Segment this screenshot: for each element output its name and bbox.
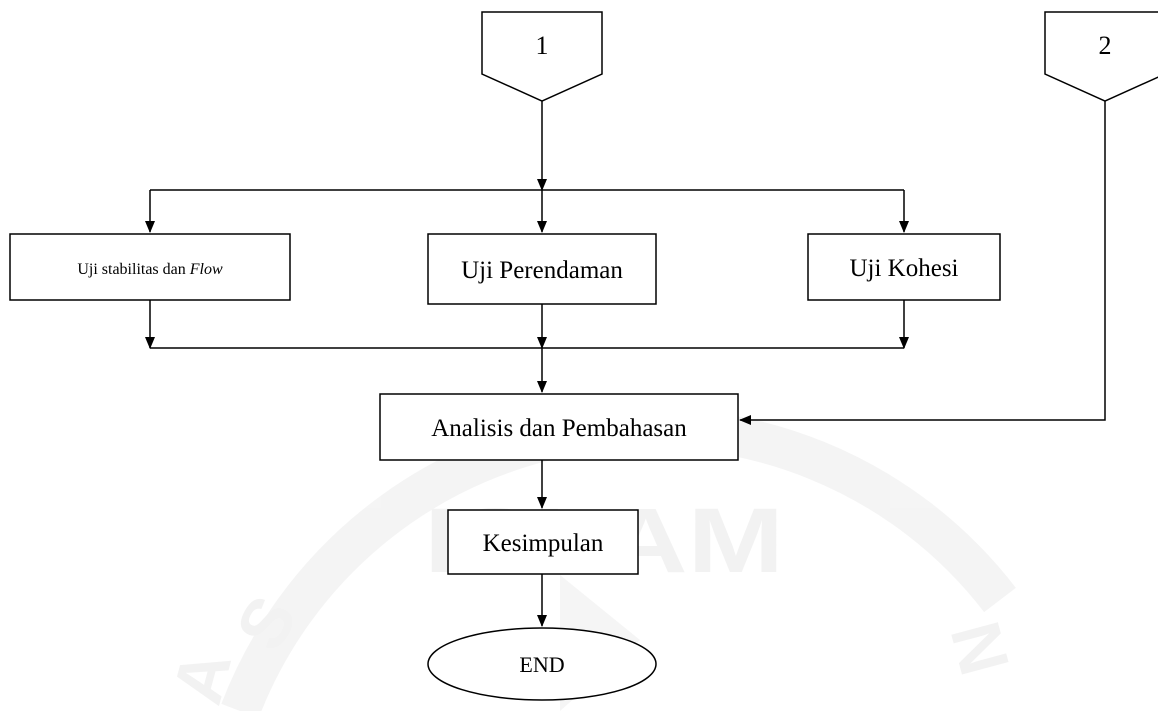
box-uji-kohesi: Uji Kohesi (807, 233, 1001, 301)
watermark-letter-a: A (158, 643, 246, 711)
flow-lines (145, 101, 1106, 627)
box-uji-perendaman: Uji Perendaman (427, 233, 657, 305)
box-analisis: Analisis dan Pembahasan (379, 393, 739, 461)
arrow-connector2-to-analisis (739, 101, 1106, 425)
connector-2-shape (1044, 11, 1158, 102)
box-uji-stabilitas: Uji stabilitas dan Flow (9, 233, 291, 301)
box-uji-stabilitas-label: Uji stabilitas dan Flow (77, 261, 223, 278)
watermark-letter-n: N (936, 614, 1024, 683)
terminator-end-label: END (519, 652, 564, 677)
connector-1-label: 1 (536, 31, 549, 60)
connector-1: 1 (481, 11, 603, 102)
box-uji-perendaman-label: Uji Perendaman (461, 257, 623, 284)
box-kesimpulan: Kesimpulan (447, 509, 639, 575)
connector-1-shape (481, 11, 603, 102)
connector-2: 2 (1044, 11, 1158, 102)
uji-stabilitas-prefix: Uji stabilitas dan (77, 261, 189, 278)
box-kesimpulan-label: Kesimpulan (483, 530, 604, 557)
connector-2-label: 2 (1099, 31, 1112, 60)
box-analisis-label: Analisis dan Pembahasan (431, 415, 687, 442)
uji-stabilitas-flow: Flow (189, 261, 223, 278)
box-uji-kohesi-label: Uji Kohesi (849, 255, 958, 282)
terminator-end: END (427, 627, 657, 701)
